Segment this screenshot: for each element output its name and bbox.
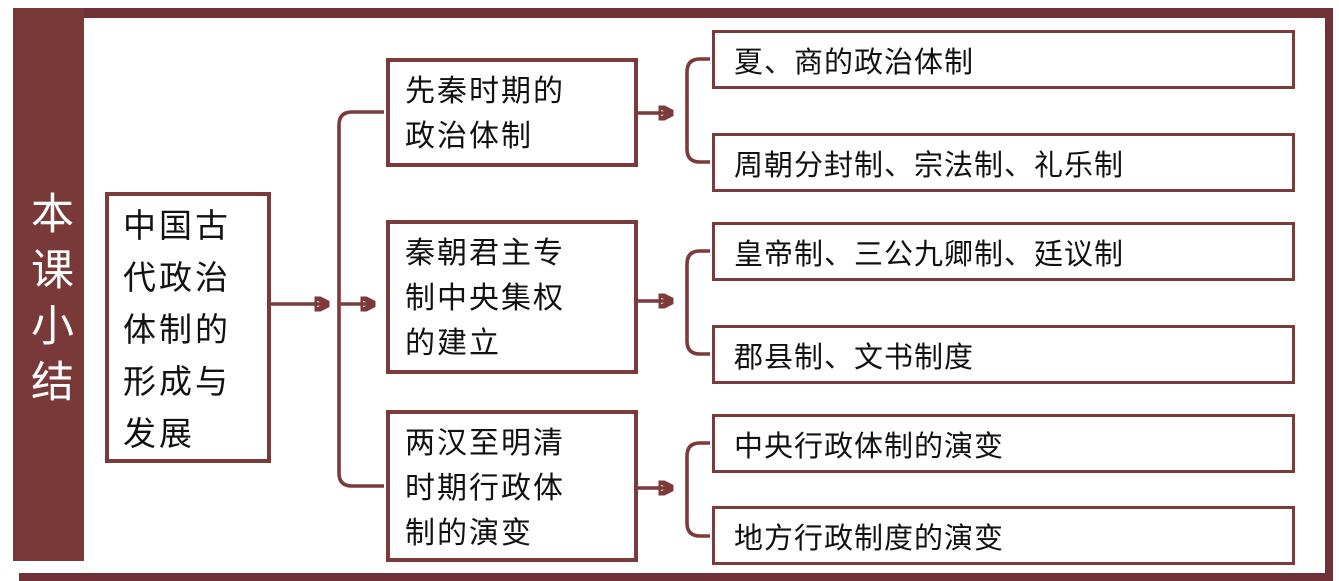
frame-right-bar — [1325, 8, 1333, 580]
root-node-box: 中国古 代政治 体制的 形成与 发展 — [105, 192, 271, 463]
branch-node-han-to-qing: 两汉至明清 时期行政体 制的演变 — [386, 410, 638, 562]
leaf-node-zhou-systems: 周朝分封制、宗法制、礼乐制 — [712, 133, 1295, 192]
branch-node-qin: 秦朝君主专 制中央集权 的建立 — [386, 220, 638, 374]
branch1-bracket — [685, 57, 710, 164]
branch3-bracket — [685, 441, 710, 538]
frame-top-bar — [13, 8, 1332, 18]
branch2-bracket — [685, 249, 710, 356]
frame-bottom-bar — [19, 573, 1333, 581]
lesson-summary-title: 本课小结 — [24, 190, 73, 415]
leaf-node-local-admin-evolution: 地方行政制度的演变 — [712, 506, 1295, 565]
branch-node-pre-qin: 先秦时期的 政治体制 — [386, 58, 638, 167]
leaf-node-central-admin-evolution: 中央行政体制的演变 — [712, 414, 1295, 473]
sidebar-banner: 本课小结 — [13, 8, 84, 561]
trunk-bracket — [337, 110, 384, 488]
leaf-node-junxian-documents: 郡县制、文书制度 — [712, 325, 1295, 384]
leaf-node-emperor-systems: 皇帝制、三公九卿制、廷议制 — [712, 222, 1295, 281]
leaf-node-xia-shang: 夏、商的政治体制 — [712, 30, 1295, 89]
